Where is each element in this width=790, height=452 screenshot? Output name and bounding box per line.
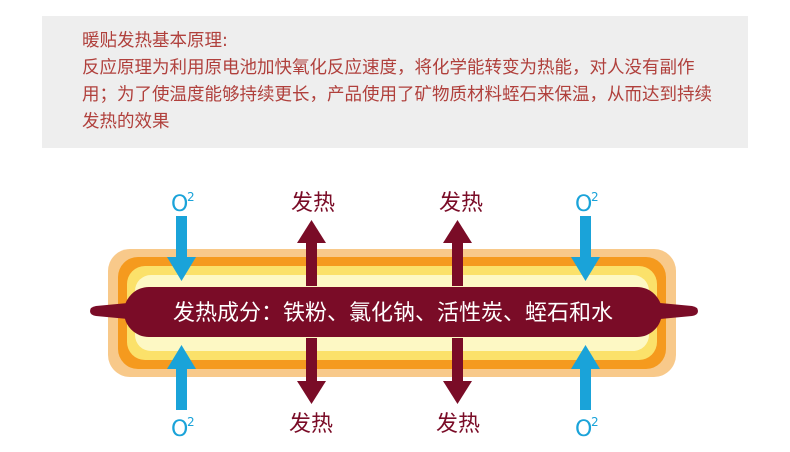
- heat-arrow-head: [297, 381, 326, 404]
- heat-arrow-shaft: [306, 338, 317, 384]
- core-capsule: [124, 287, 662, 337]
- oxygen-arrows: [167, 216, 600, 410]
- heat-arrow-shaft: [452, 240, 463, 286]
- oxygen-arrow-shaft: [176, 366, 187, 410]
- core-label: 发热成分：铁粉、氯化钠、活性炭、蛭石和水: [173, 301, 613, 326]
- oxygen-arrow-head: [571, 345, 600, 369]
- oxygen-arrow-head: [167, 345, 196, 369]
- oxygen-arrow-head: [167, 257, 196, 281]
- principle-text: 暖贴发热基本原理: 反应原理为利用原电池加快氧化反应速度，将化学能转变为热能，对…: [82, 28, 722, 136]
- oxygen-label: O: [575, 192, 592, 217]
- heat-label: 发热: [291, 191, 335, 216]
- oxygen-label: O: [171, 192, 188, 217]
- oxygen-superscript: 2: [187, 190, 195, 204]
- oxygen-arrow-shaft: [580, 366, 591, 410]
- oxygen-superscript: 2: [591, 415, 599, 429]
- oxygen-arrow-shaft: [580, 216, 591, 260]
- heat-arrow-shaft: [452, 338, 463, 384]
- principle-body: 反应原理为利用原电池加快氧化反应速度，将化学能转变为热能，对人没有副作用；为了使…: [82, 58, 712, 132]
- heat-arrow-head: [443, 381, 472, 404]
- oxygen-arrow-shaft: [176, 216, 187, 260]
- heat-arrow-head: [297, 220, 326, 243]
- oxygen-arrow-head: [571, 257, 600, 281]
- heat-arrow-shaft: [306, 240, 317, 286]
- principle-panel: [42, 16, 748, 148]
- heat-arrows: [297, 220, 472, 404]
- principle-heading: 暖贴发热基本原理:: [82, 31, 228, 51]
- oxygen-superscript: 2: [187, 415, 195, 429]
- heat-label: 发热: [289, 412, 333, 437]
- heat-label: 发热: [439, 191, 483, 216]
- heat-label: 发热: [436, 412, 480, 437]
- oxygen-label: O: [575, 417, 592, 442]
- heat-arrow-head: [443, 220, 472, 243]
- oxygen-superscript: 2: [591, 190, 599, 204]
- oxygen-label: O: [171, 417, 188, 442]
